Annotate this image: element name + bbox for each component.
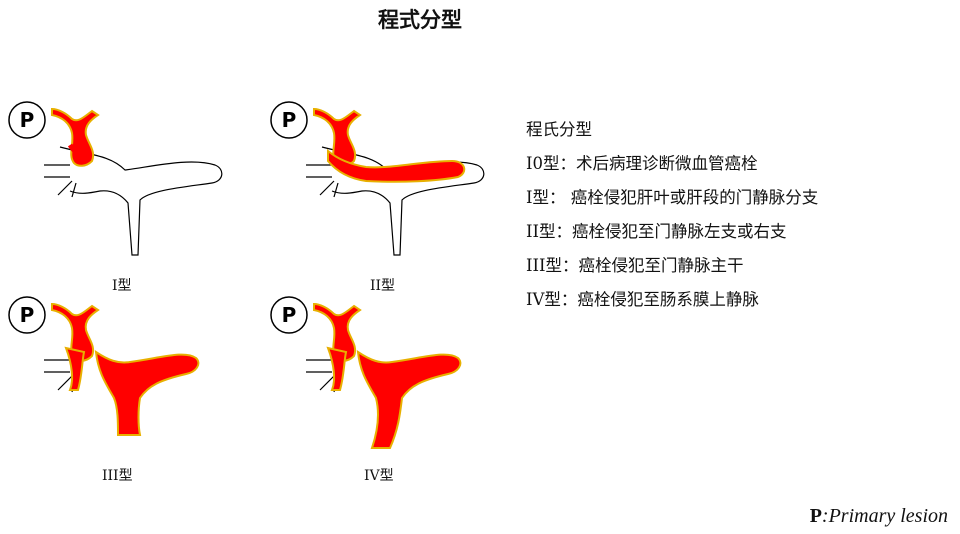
- primary-lesion-marker: [8, 101, 46, 139]
- legend-item: I型： 癌栓侵犯肝叶或肝段的门静脉分支: [526, 188, 819, 207]
- footnote: P:Primary lesion: [810, 505, 948, 528]
- primary-lesion-marker: [270, 101, 308, 139]
- classification-legend: 程氏分型 I0型：术后病理诊断微血管癌栓 I型： 癌栓侵犯肝叶或肝段的门静脉分支…: [526, 113, 818, 317]
- footnote-symbol: P: [809, 505, 822, 527]
- marker-label: P: [282, 108, 297, 132]
- diagram-panel-type-iv: P IV型: [262, 290, 512, 490]
- legend-item: IV型：癌栓侵犯至肠系膜上静脉: [526, 290, 759, 309]
- legend-heading: 程氏分型: [526, 120, 592, 139]
- panel-caption: II型: [370, 278, 396, 294]
- legend-item: II型：癌栓侵犯至门静脉左支或右支: [526, 222, 787, 241]
- diagram-panel-type-iii: P III型: [0, 290, 250, 490]
- primary-lesion-marker: [8, 296, 46, 334]
- vessel-diagram: P: [270, 101, 485, 256]
- vessel-diagram: P: [270, 296, 462, 449]
- marker-label: P: [20, 108, 35, 132]
- diagram-panel-type-i: P I型: [0, 95, 250, 295]
- panel-caption: III型: [102, 468, 133, 484]
- panel-caption: IV型: [364, 468, 394, 484]
- panel-caption: I型: [112, 278, 132, 294]
- page-title: 程式分型: [378, 8, 462, 32]
- marker-label: P: [282, 303, 297, 327]
- vessel-diagram: P: [8, 296, 200, 436]
- vessel-diagram: P: [8, 101, 223, 256]
- footnote-text: :Primary lesion: [821, 505, 948, 527]
- primary-lesion-marker: [270, 296, 308, 334]
- legend-item: III型：癌栓侵犯至门静脉主干: [526, 256, 744, 275]
- legend-item: I0型：术后病理诊断微血管癌栓: [526, 154, 758, 173]
- diagram-panel-type-ii: P II型: [262, 95, 512, 295]
- marker-label: P: [20, 303, 35, 327]
